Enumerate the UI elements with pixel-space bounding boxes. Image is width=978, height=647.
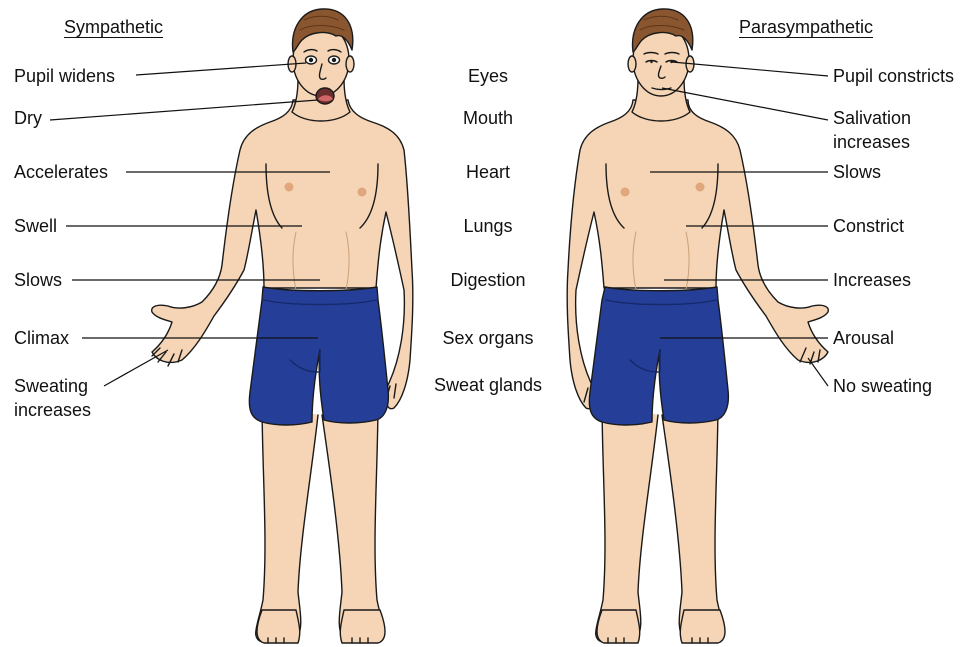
organ-lungs: Lungs bbox=[463, 215, 512, 237]
sympathetic-digestion: Slows bbox=[14, 269, 62, 291]
organ-heart: Heart bbox=[466, 161, 510, 183]
sympathetic-lungs: Swell bbox=[14, 215, 57, 237]
parasympathetic-eyes: Pupil constricts bbox=[833, 65, 954, 87]
sympathetic-sweat-line1: Sweating bbox=[14, 375, 88, 397]
parasympathetic-mouth-line1: Salivation bbox=[833, 107, 911, 129]
organ-mouth: Mouth bbox=[463, 107, 513, 129]
sympathetic-heart: Accelerates bbox=[14, 161, 108, 183]
left-figure-legs bbox=[256, 400, 385, 642]
sympathetic-body bbox=[152, 9, 413, 643]
organ-sex-organs: Sex organs bbox=[442, 327, 533, 349]
leader-sweating bbox=[104, 350, 168, 386]
right-figure-legs bbox=[596, 400, 725, 642]
organ-sweat-glands: Sweat glands bbox=[434, 374, 542, 396]
organ-eyes: Eyes bbox=[468, 65, 508, 87]
left-figure-shorts bbox=[249, 287, 388, 425]
parasympathetic-sweat: No sweating bbox=[833, 375, 932, 397]
sympathetic-mouth: Dry bbox=[14, 107, 42, 129]
sympathetic-eyes: Pupil widens bbox=[14, 65, 115, 87]
parasympathetic-digestion: Increases bbox=[833, 269, 911, 291]
sympathetic-header: Sympathetic bbox=[64, 16, 163, 38]
sympathetic-sex-organs: Climax bbox=[14, 327, 69, 349]
parasympathetic-sex-organs: Arousal bbox=[833, 327, 894, 349]
right-figure-shorts bbox=[589, 287, 728, 425]
leader-pupil-constricts bbox=[672, 62, 828, 76]
parasympathetic-header: Parasympathetic bbox=[739, 16, 873, 38]
parasympathetic-body bbox=[567, 9, 828, 643]
leader-dry bbox=[50, 100, 318, 120]
parasympathetic-heart: Slows bbox=[833, 161, 881, 183]
sympathetic-sweat-line2: increases bbox=[14, 399, 91, 421]
organ-digestion: Digestion bbox=[450, 269, 525, 291]
parasympathetic-lungs: Constrict bbox=[833, 215, 904, 237]
parasympathetic-mouth-line2: increases bbox=[833, 131, 910, 153]
leader-pupil-widens bbox=[136, 63, 306, 75]
